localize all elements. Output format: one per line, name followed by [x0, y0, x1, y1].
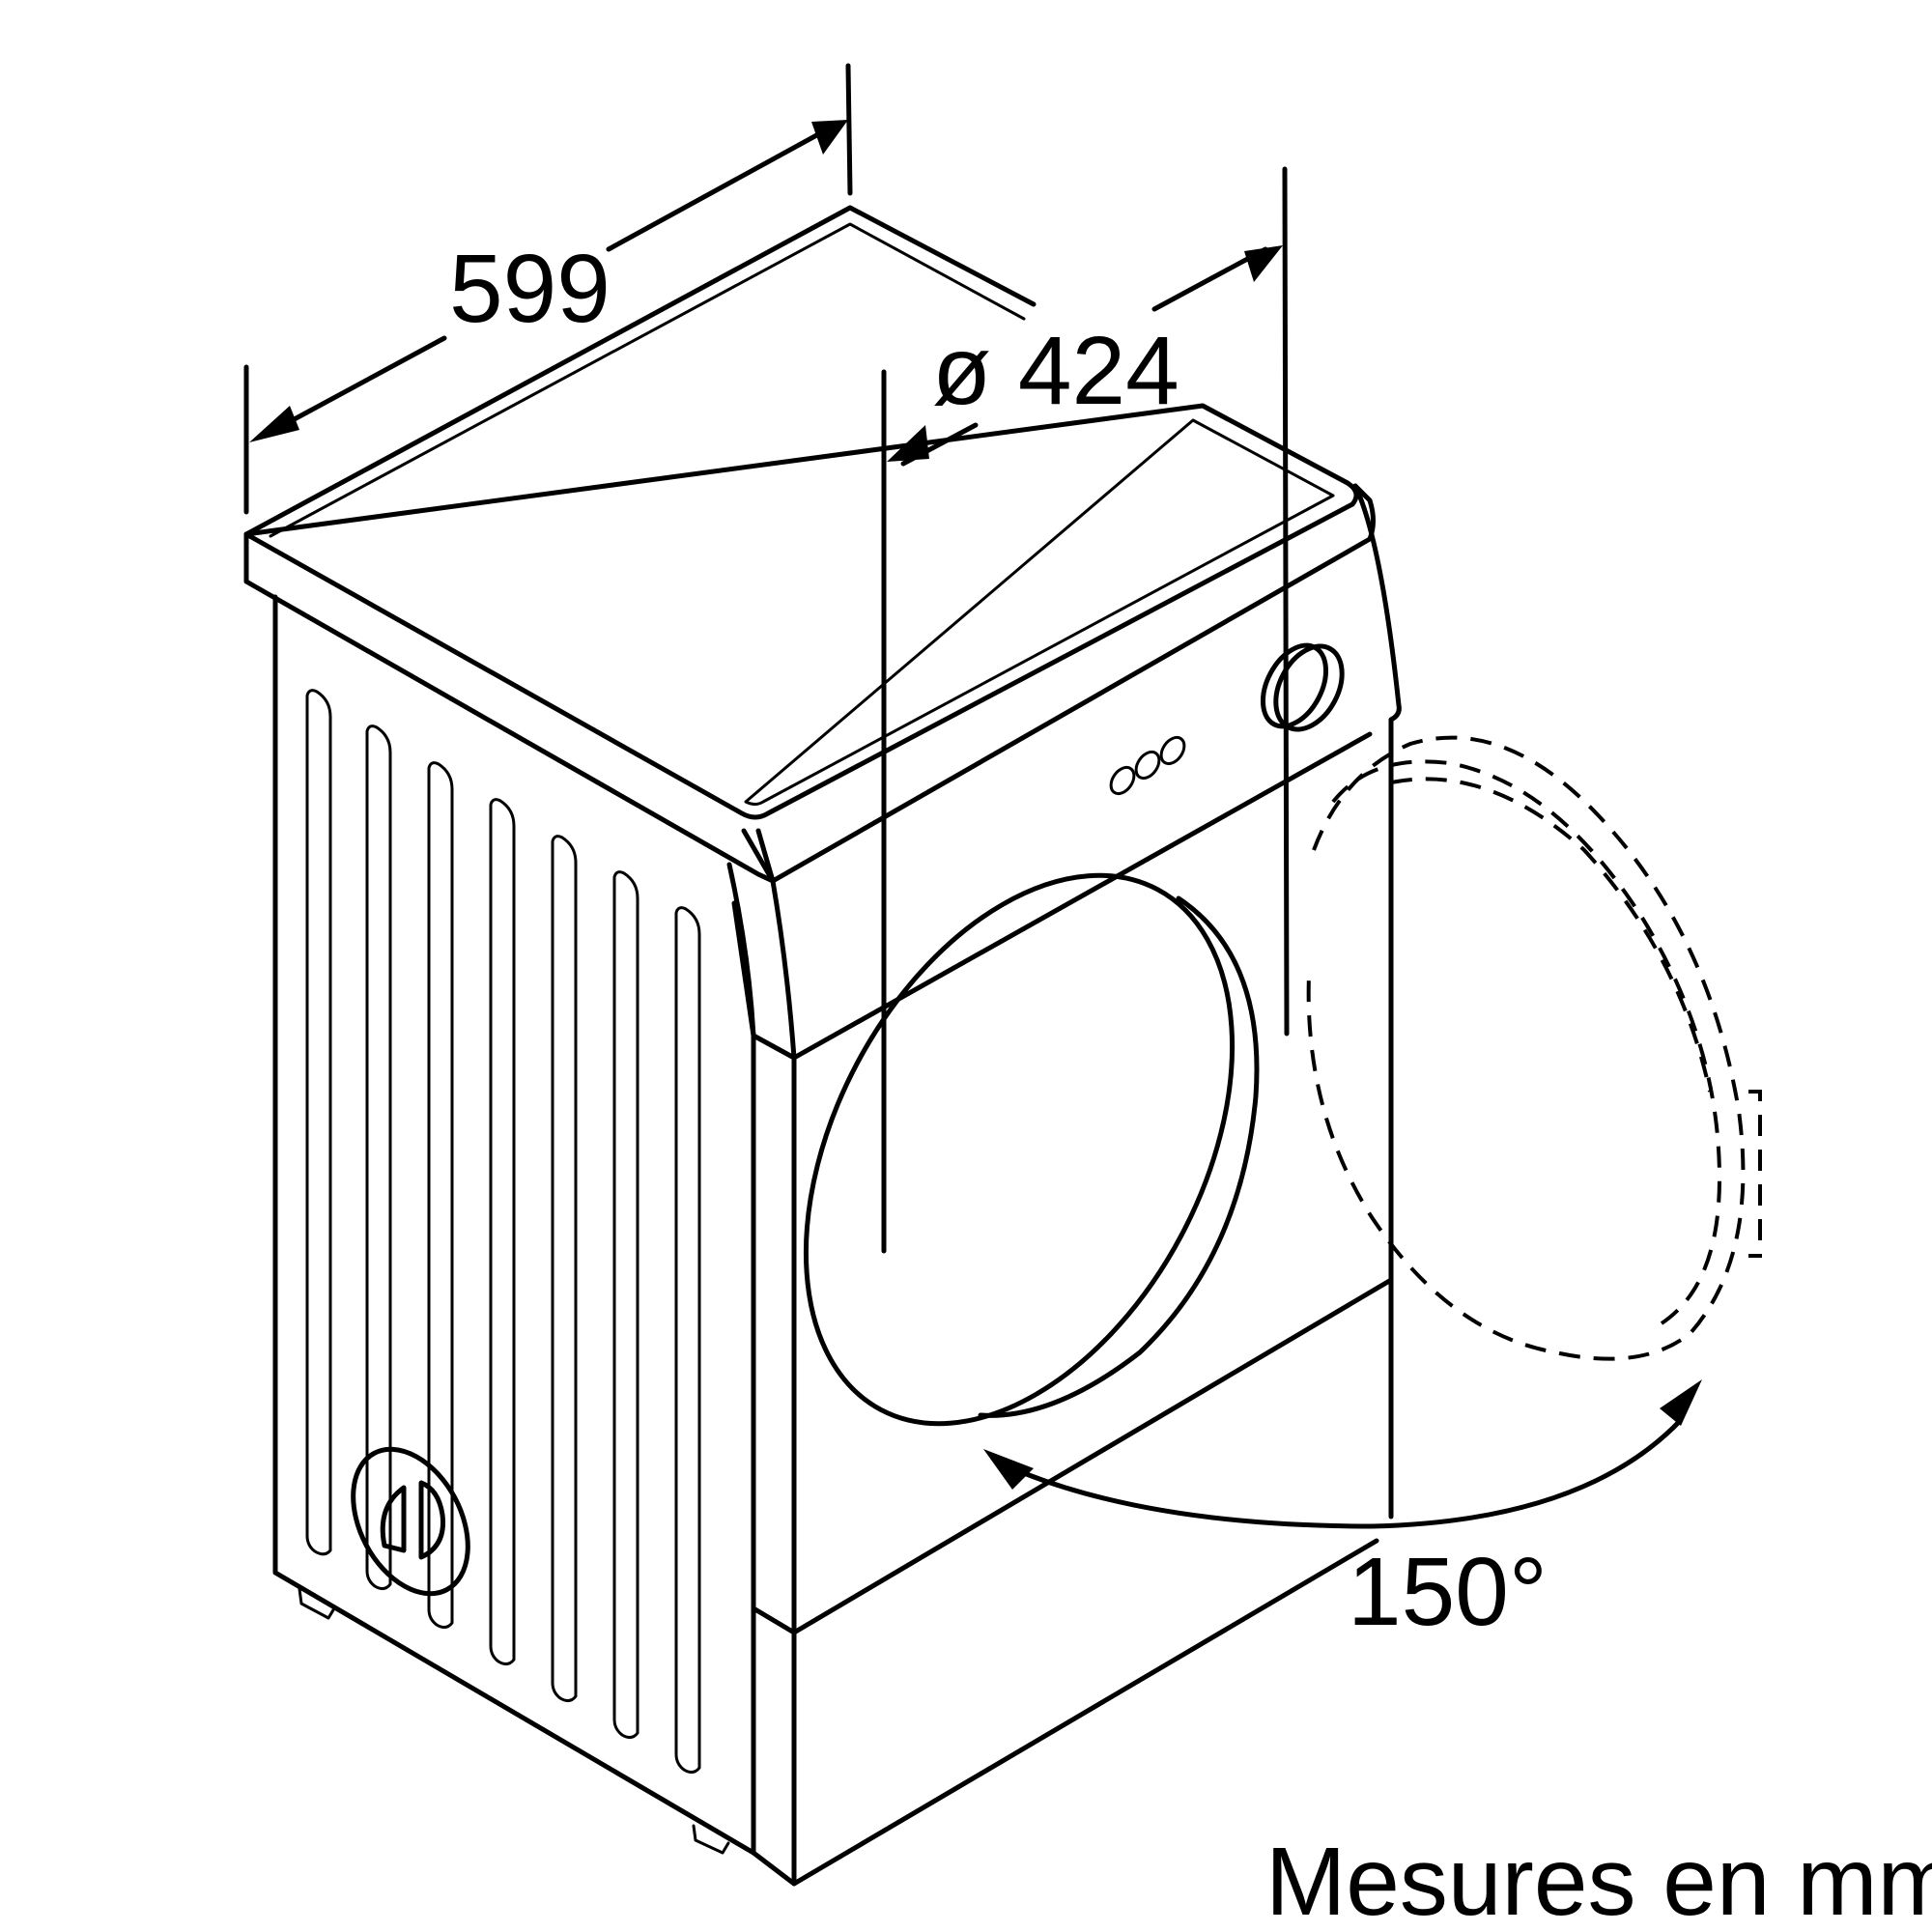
vent-slot [427, 761, 454, 1630]
width-dimension [243, 63, 853, 515]
diameter-dimension [881, 166, 1290, 1254]
program-knob-icon [1260, 642, 1345, 732]
drum-diameter-label: ø 424 [932, 317, 1179, 425]
door-angle-label: 150° [1348, 1538, 1548, 1646]
vent-slot [551, 835, 578, 1703]
door-open-dashed [1306, 735, 1762, 1361]
front-right-edge [1352, 483, 1402, 723]
vent-slot [365, 724, 392, 1591]
corner-strip-bottom [751, 1033, 797, 1887]
top-slab-left-edge [243, 483, 1376, 884]
top-panel-outer [243, 205, 1359, 820]
angle-dimension [983, 1234, 1702, 1529]
arrowhead [887, 425, 929, 462]
arrowhead [1660, 1379, 1702, 1426]
vent-slot [612, 870, 639, 1740]
arrowhead [811, 120, 848, 155]
foot-right [692, 1824, 730, 1855]
top-panel-inner [269, 222, 1335, 806]
vent-slot [489, 798, 516, 1666]
vent-slot [305, 689, 332, 1556]
foot-left [298, 1587, 336, 1620]
arrowhead [1244, 245, 1283, 282]
control-buttons [1109, 735, 1186, 796]
drain-cap [351, 1446, 470, 1597]
corner-strip [726, 862, 797, 1061]
width-label: 599 [449, 235, 611, 343]
machine-body [243, 205, 1762, 1887]
door-closed [803, 872, 1260, 1427]
top-slab-front-edge [741, 828, 776, 884]
arrowhead [249, 406, 299, 442]
vent-slot [674, 906, 701, 1775]
units-note: Mesures en mm [1265, 1828, 1932, 1932]
arrowhead [983, 1449, 1034, 1490]
front-face [791, 717, 1394, 1887]
side-vents [305, 689, 701, 1775]
